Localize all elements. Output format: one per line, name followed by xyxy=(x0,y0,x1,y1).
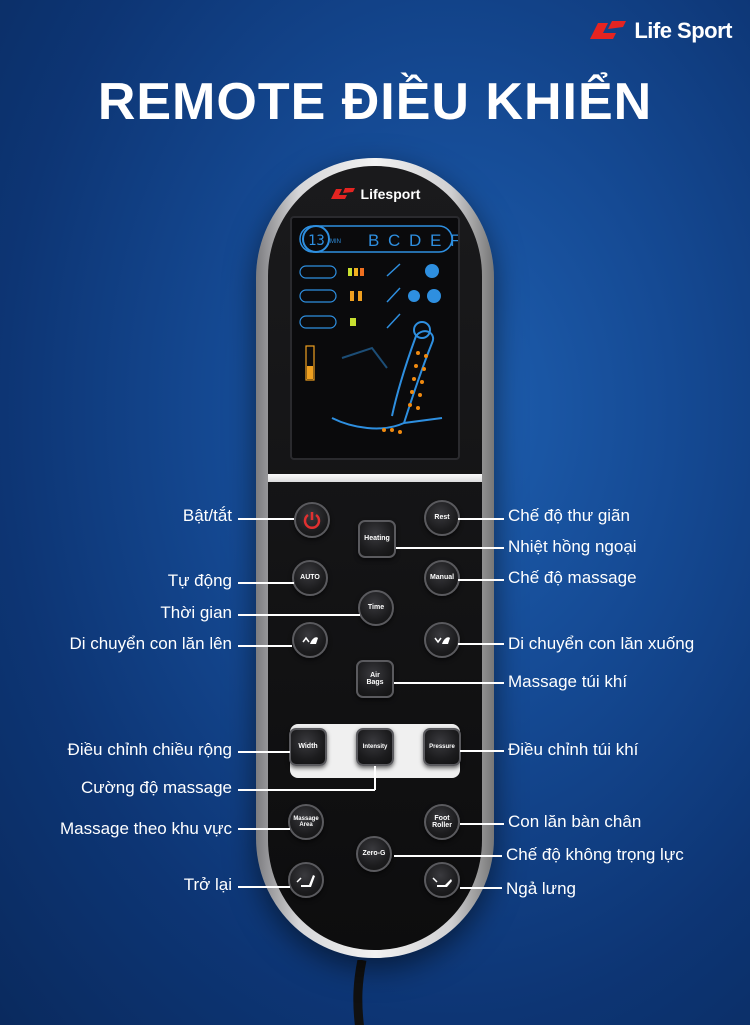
leader-width xyxy=(238,751,290,753)
power-icon xyxy=(303,512,321,529)
label-foot-roller: Con lăn bàn chân xyxy=(508,812,642,831)
life-sport-logo-icon xyxy=(590,21,627,39)
lcd-row-1 xyxy=(299,263,439,279)
leader-heating xyxy=(396,547,504,549)
label-air-bags: Massage túi khí xyxy=(508,672,628,691)
lcd-display: 13 MIN B C D E F xyxy=(299,225,460,434)
lcd-row-2 xyxy=(299,287,441,303)
recline-up-icon xyxy=(296,875,315,887)
leader-time xyxy=(238,614,360,616)
label-width: Điều chỉnh chiều rộng xyxy=(67,740,232,759)
label-heating: Nhiệt hồng ngoại xyxy=(508,537,637,556)
leader-power xyxy=(238,518,294,520)
leader-intensity-v xyxy=(374,766,376,790)
page-title: REMOTE ĐIỀU KHIỂN xyxy=(97,73,653,131)
leader-auto xyxy=(238,582,294,584)
recline-button[interactable] xyxy=(424,862,460,898)
leader-recline xyxy=(460,887,502,889)
label-intensity: Cường độ massage xyxy=(80,778,232,797)
leader-intensity xyxy=(238,789,375,791)
label-time: Thời gian xyxy=(160,603,232,622)
label-manual: Chế độ massage xyxy=(508,568,637,587)
remote-brand-text: Lifesport xyxy=(360,186,421,202)
indicator-strip xyxy=(268,474,482,482)
lcd-screen: 13 MIN B C D E F xyxy=(290,216,460,460)
intensity-button[interactable]: Intensity xyxy=(356,728,394,766)
zero-g-button[interactable]: Zero-G xyxy=(356,836,392,872)
rest-button[interactable]: Rest xyxy=(424,500,460,536)
pressure-button[interactable]: Pressure xyxy=(423,728,461,766)
label-massage-area: Massage theo khu vực xyxy=(59,819,232,838)
time-button[interactable]: Time xyxy=(358,590,394,626)
leader-roller-up xyxy=(238,645,292,647)
label-pressure: Điều chỉnh túi khí xyxy=(508,740,639,759)
foot-roller-button[interactable]: Foot Roller xyxy=(424,804,460,840)
label-rest: Chế độ thư giãn xyxy=(508,506,630,525)
lcd-row-3 xyxy=(299,313,401,329)
remote-control: Lifesport 13 MIN B C D E F xyxy=(256,158,494,958)
roller-down-button[interactable] xyxy=(424,622,460,658)
roller-up-button[interactable] xyxy=(292,622,328,658)
leader-manual xyxy=(458,579,504,581)
leader-back xyxy=(238,886,290,888)
power-button[interactable] xyxy=(294,502,330,538)
lcd-timer-unit: MIN xyxy=(330,239,341,245)
remote-cable xyxy=(353,960,367,1025)
heating-button[interactable]: Heating xyxy=(358,520,396,558)
leader-zero-g xyxy=(394,855,502,857)
lifesport-logo-icon xyxy=(330,188,355,199)
label-back: Trở lại xyxy=(183,875,232,894)
lcd-timer: 13 xyxy=(308,233,325,249)
air-bags-button[interactable]: Air Bags xyxy=(356,660,394,698)
roller-down-icon xyxy=(434,637,450,644)
label-recline: Ngả lưng xyxy=(506,879,576,898)
leader-roller-down xyxy=(458,643,504,645)
width-button[interactable]: Width xyxy=(289,728,327,766)
label-auto: Tự động xyxy=(167,571,232,590)
auto-button[interactable]: AUTO xyxy=(292,560,328,596)
back-button[interactable] xyxy=(288,862,324,898)
label-power: Bật/tắt xyxy=(182,506,232,525)
remote-brand: Lifesport xyxy=(268,186,482,202)
label-zero-g: Chế độ không trọng lực xyxy=(506,845,684,864)
leader-massage-area xyxy=(238,828,290,830)
recline-down-icon xyxy=(432,877,452,887)
leader-foot-roller xyxy=(460,823,504,825)
label-roller-down: Di chuyển con lăn xuống xyxy=(508,634,695,653)
label-roller-up: Di chuyển con lăn lên xyxy=(69,634,232,653)
leader-pressure xyxy=(460,750,504,752)
life-sport-logo: Life Sport xyxy=(588,18,732,44)
roller-up-icon xyxy=(302,636,318,644)
lcd-modes: B C D E F xyxy=(368,231,460,250)
logo-text: Life Sport xyxy=(634,18,732,43)
massage-area-button[interactable]: Massage Area xyxy=(288,804,324,840)
leader-air-bags xyxy=(394,682,504,684)
manual-button[interactable]: Manual xyxy=(424,560,460,596)
leader-rest xyxy=(458,518,504,520)
